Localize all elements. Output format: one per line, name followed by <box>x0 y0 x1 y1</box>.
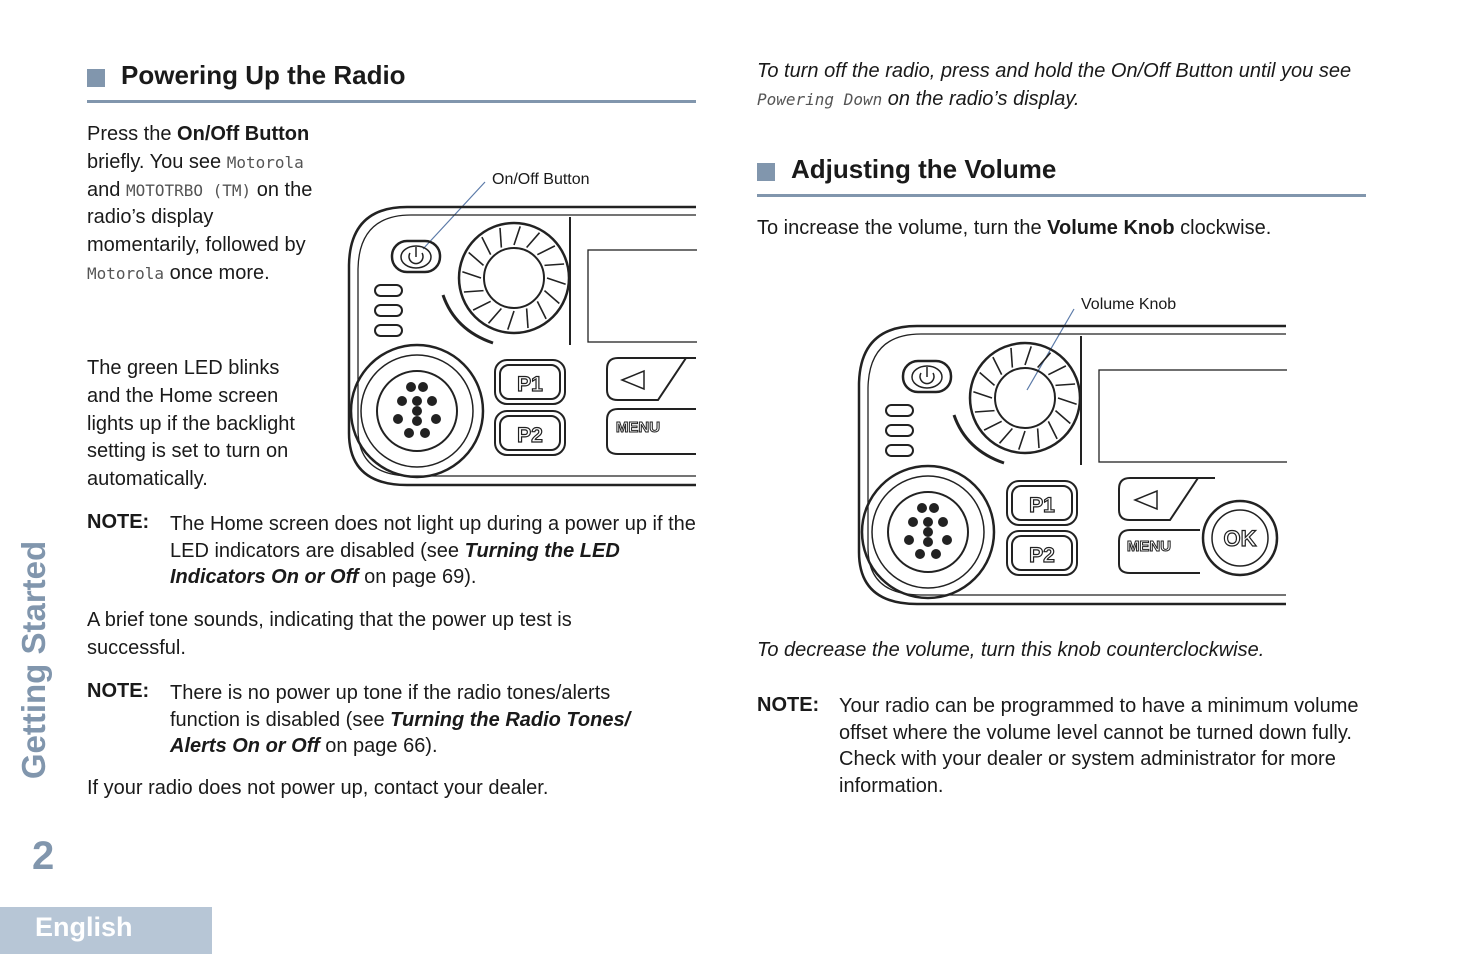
side-tab-label: Getting Started <box>15 540 52 780</box>
page-number: 2 <box>32 834 55 878</box>
p1-button: P1 <box>1006 480 1078 526</box>
accessory-connector <box>349 343 485 479</box>
text: To increase the volume, turn the <box>757 217 1048 239</box>
menu-label: MENU <box>1127 538 1171 555</box>
p1-button: P1 <box>494 359 566 405</box>
intro-paragraph: Press the On/Off Button briefly. You see… <box>87 121 315 288</box>
text: The Home screen does not light up during… <box>170 513 696 562</box>
radio-outline <box>857 324 1286 606</box>
radio-outline <box>347 205 696 487</box>
p2-label: P2 <box>517 424 543 447</box>
bold-term: On/Off Button <box>177 123 310 145</box>
power-off-paragraph: To turn off the radio, press and hold th… <box>757 58 1372 114</box>
bold-term: Volume Knob <box>1047 217 1175 239</box>
accessory-connector <box>860 464 996 600</box>
ok-label: OK <box>1224 526 1257 551</box>
volume-knob <box>968 341 1082 455</box>
language-label: English <box>35 912 133 942</box>
note-radio-tones: There is no power up tone if the radio t… <box>170 680 685 760</box>
callout-label: On/Off Button <box>492 171 590 188</box>
display-text: Motorola <box>87 263 165 283</box>
radio-volume-figure: Volume Knob P1 P2 MENU OK <box>857 296 1287 606</box>
cross-reference: Turning the Radio Tones/ Alerts On or Of… <box>170 708 631 758</box>
power-button <box>901 359 953 394</box>
dealer-paragraph: If your radio does not power up, contact… <box>87 777 549 799</box>
display-text: Motorola <box>226 152 304 172</box>
tone-paragraph: A brief tone sounds, indicating that the… <box>87 609 572 659</box>
text: and <box>87 178 126 201</box>
back-button <box>1118 477 1215 521</box>
knob-arc <box>952 414 1005 465</box>
menu-button: MENU <box>1118 529 1200 574</box>
text: on the radio’s display momentarily, foll… <box>87 178 313 257</box>
note-volume-offset: Your radio can be programmed to have a m… <box>839 695 1359 797</box>
menu-button: MENU <box>606 408 696 455</box>
text: briefly. You see <box>87 150 227 173</box>
section-heading-adjusting-volume: Adjusting the Volume <box>757 154 1366 197</box>
power-button <box>390 239 442 274</box>
menu-label: MENU <box>616 419 660 436</box>
volume-knob <box>457 221 571 335</box>
increase-volume-paragraph: To increase the volume, turn the Volume … <box>757 215 1372 243</box>
display-text: Powering Down <box>757 89 883 109</box>
callout-label: Volume Knob <box>1081 296 1176 313</box>
radio-front-panel-figure: On/Off Button P1 P2 MENU <box>347 171 697 487</box>
heading-square-marker <box>87 69 105 87</box>
language-tab: English <box>0 907 212 954</box>
text: To turn off the radio, press and hold th… <box>757 60 1352 82</box>
note-label: NOTE: <box>87 680 150 702</box>
heading-square-marker <box>757 163 775 181</box>
led-indicators <box>374 284 403 337</box>
p1-label: P1 <box>1029 494 1055 517</box>
led-indicators <box>885 404 914 457</box>
p1-label: P1 <box>517 373 543 396</box>
display-text: MOTOTRBO (TM) <box>125 180 252 200</box>
text: clockwise. <box>1174 217 1272 239</box>
note-label: NOTE: <box>757 694 820 716</box>
note-label: NOTE: <box>87 511 150 533</box>
side-tab-getting-started: Getting Started <box>15 540 52 780</box>
knob-arc <box>441 294 494 345</box>
radio-inner-outline <box>357 214 696 477</box>
p2-button: P2 <box>1006 530 1078 576</box>
section-heading-powering-up: Powering Up the Radio <box>87 60 696 103</box>
text: on the radio’s display. <box>882 87 1080 110</box>
back-button <box>606 357 696 401</box>
cross-reference: Turning the LED Indicators On or Off <box>170 539 620 589</box>
note-led-indicators: The Home screen does not light up during… <box>170 511 696 591</box>
display-window <box>1098 369 1287 463</box>
ok-button: OK <box>1201 499 1279 577</box>
text: on page 69). <box>358 566 477 588</box>
text: There is no power up tone if the radio t… <box>170 682 611 731</box>
text: once more. <box>164 261 270 284</box>
section-title: Adjusting the Volume <box>791 154 1057 184</box>
p2-button: P2 <box>494 410 566 456</box>
decrease-volume-paragraph: To decrease the volume, turn this knob c… <box>757 639 1265 661</box>
led-paragraph: The green LED blinks and the Home screen… <box>87 357 295 491</box>
text: on page 66). <box>319 735 438 757</box>
p2-label: P2 <box>1029 544 1055 567</box>
section-title: Powering Up the Radio <box>121 60 406 90</box>
display-window <box>587 249 697 343</box>
text: Press the <box>87 123 178 145</box>
